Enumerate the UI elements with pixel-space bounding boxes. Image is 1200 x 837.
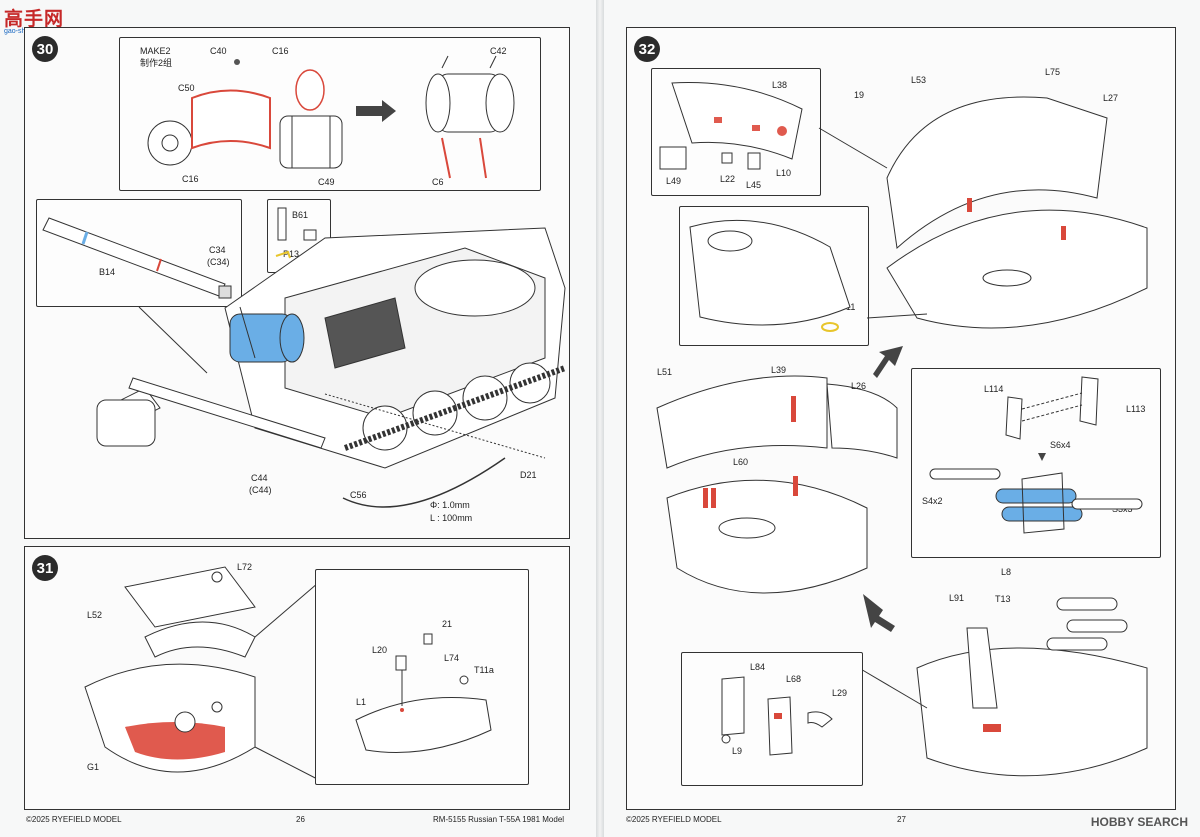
wire-diameter-spec: Φ: 1.0mm (430, 500, 470, 510)
ammo-rack-detail-box: L114 L113 S6x4 S4x2 S3x3 (911, 368, 1161, 558)
part-label-l20: L20 (372, 645, 388, 655)
turret-wall-segment-drawing (659, 82, 803, 170)
part-label-l22: L22 (720, 174, 736, 184)
part-label-s4x2: S4x2 (922, 496, 943, 506)
part-label-c44-alt: (C44) (249, 485, 272, 495)
part-label-l1: L1 (356, 697, 367, 707)
badge-19: 19 (854, 90, 865, 100)
part-label-l9: L9 (732, 746, 743, 756)
left-footer-page-number: 26 (296, 815, 305, 824)
tank-hull-drawing (96, 227, 567, 508)
part-label-l84: L84 (750, 662, 766, 672)
part-label-l45: L45 (746, 180, 762, 190)
part-label-c40: C40 (210, 46, 227, 56)
turret-floor-detail-box: 21 L20 L74 T11a L1 (315, 569, 529, 785)
part-label-l38: L38 (772, 80, 788, 90)
part-label-l75: L75 (1045, 67, 1061, 77)
l84-detail-box: L84 L68 L29 L9 (681, 652, 863, 786)
step-32-frame: 32 L38 L49 L22 L45 L10 19 L53 L75 L27 P1… (626, 27, 1176, 810)
floor-plate-drawing (355, 633, 492, 753)
part-label-l91: L91 (949, 593, 965, 603)
part-label-l68: L68 (786, 674, 802, 684)
make2-label: MAKE2 (140, 46, 171, 56)
part-label-s6x4: S6x4 (1050, 440, 1071, 450)
part-label-c34-alt: (C34) (207, 257, 230, 267)
part-label-l74: L74 (444, 653, 460, 663)
mount-bracket-drawing (275, 207, 317, 259)
part-label-d21: D21 (520, 470, 537, 480)
page-gutter (596, 0, 604, 837)
part-label-l114: L114 (984, 384, 1004, 394)
p11-detail-box: P11 (679, 206, 869, 346)
right-footer-page-number: 27 (897, 815, 906, 824)
hobby-search-watermark: HOBBY SEARCH (1090, 815, 1188, 829)
part-label-c42: C42 (490, 46, 507, 56)
make2-subassembly-box: MAKE2 制作2组 C40 C16 C50 C16 C49 C42 C6 (119, 37, 541, 191)
step-number-32: 32 (634, 36, 660, 62)
step-31-frame: 31 L72 L52 G1 21 L20 L74 T11a L1 (24, 546, 570, 810)
part-label-c56: C56 (350, 490, 367, 500)
part-label-c34: C34 (209, 245, 226, 255)
turret-floor-drawing (84, 566, 326, 784)
instruction-page-right: 32 L38 L49 L22 L45 L10 19 L53 L75 L27 P1… (604, 0, 1200, 837)
step-30-frame: 30 MAKE2 制作2组 C40 C16 C50 C16 C49 C42 C6 (24, 27, 570, 539)
part-label-l29: L29 (832, 688, 848, 698)
part-label-p13: P13 (283, 249, 300, 259)
part-label-l51: L51 (657, 367, 673, 377)
step-number-31: 31 (32, 555, 58, 581)
wire-length-spec: L : 100mm (430, 513, 473, 523)
left-footer-copyright: ©2025 RYEFIELD MODEL (26, 815, 122, 824)
fuel-drum-assembly-drawing (147, 55, 515, 179)
gun-barrel-drawing (42, 217, 232, 299)
ammo-rack-drawing (929, 376, 1143, 534)
badge-21: 21 (442, 619, 453, 629)
part-label-c44: C44 (251, 473, 268, 483)
left-footer-product: RM-5155 Russian T-55A 1981 Model (433, 815, 565, 824)
make2-label-cn: 制作2组 (140, 58, 173, 68)
part-label-l27: L27 (1103, 93, 1119, 103)
part-label-l113: L113 (1126, 404, 1146, 414)
part-label-l10: L10 (776, 168, 792, 178)
part-label-l52: L52 (87, 610, 103, 620)
part-label-l8: L8 (1001, 567, 1012, 577)
part-label-l26: L26 (851, 381, 867, 391)
site-logo-watermark: 高手网 (4, 9, 65, 30)
part-label-l72: L72 (237, 562, 253, 572)
part-label-c6: C6 (432, 177, 444, 187)
part-label-t11a: T11a (474, 665, 494, 675)
part-label-b61: B61 (292, 210, 309, 220)
part-label-l53: L53 (911, 75, 927, 85)
part-label-c50: C50 (178, 83, 195, 93)
turret-assembly-drawing (656, 96, 1148, 777)
step-number-30: 30 (32, 36, 58, 62)
barrel-detail-box: B14 C34 (C34) (36, 199, 242, 307)
part-label-l49: L49 (666, 176, 682, 186)
breech-detail-drawing (721, 676, 833, 756)
part-label-c49: C49 (318, 177, 335, 187)
part-label-g1: G1 (87, 762, 100, 772)
l38-detail-box: L38 L49 L22 L45 L10 (651, 68, 821, 196)
part-label-l60: L60 (733, 457, 749, 467)
part-label-b14: B14 (99, 267, 116, 277)
right-footer-copyright: ©2025 RYEFIELD MODEL (626, 815, 722, 824)
part-label-t13: T13 (995, 594, 1011, 604)
part-label-l39: L39 (771, 365, 787, 375)
part-label-c16-top: C16 (272, 46, 289, 56)
turret-ring-detail-drawing (689, 219, 851, 332)
part-label-c16-bottom: C16 (182, 174, 199, 184)
instruction-page-left: 高手网 gao-shou.com 30 MAKE2 制作2组 C40 C16 C… (0, 0, 596, 837)
